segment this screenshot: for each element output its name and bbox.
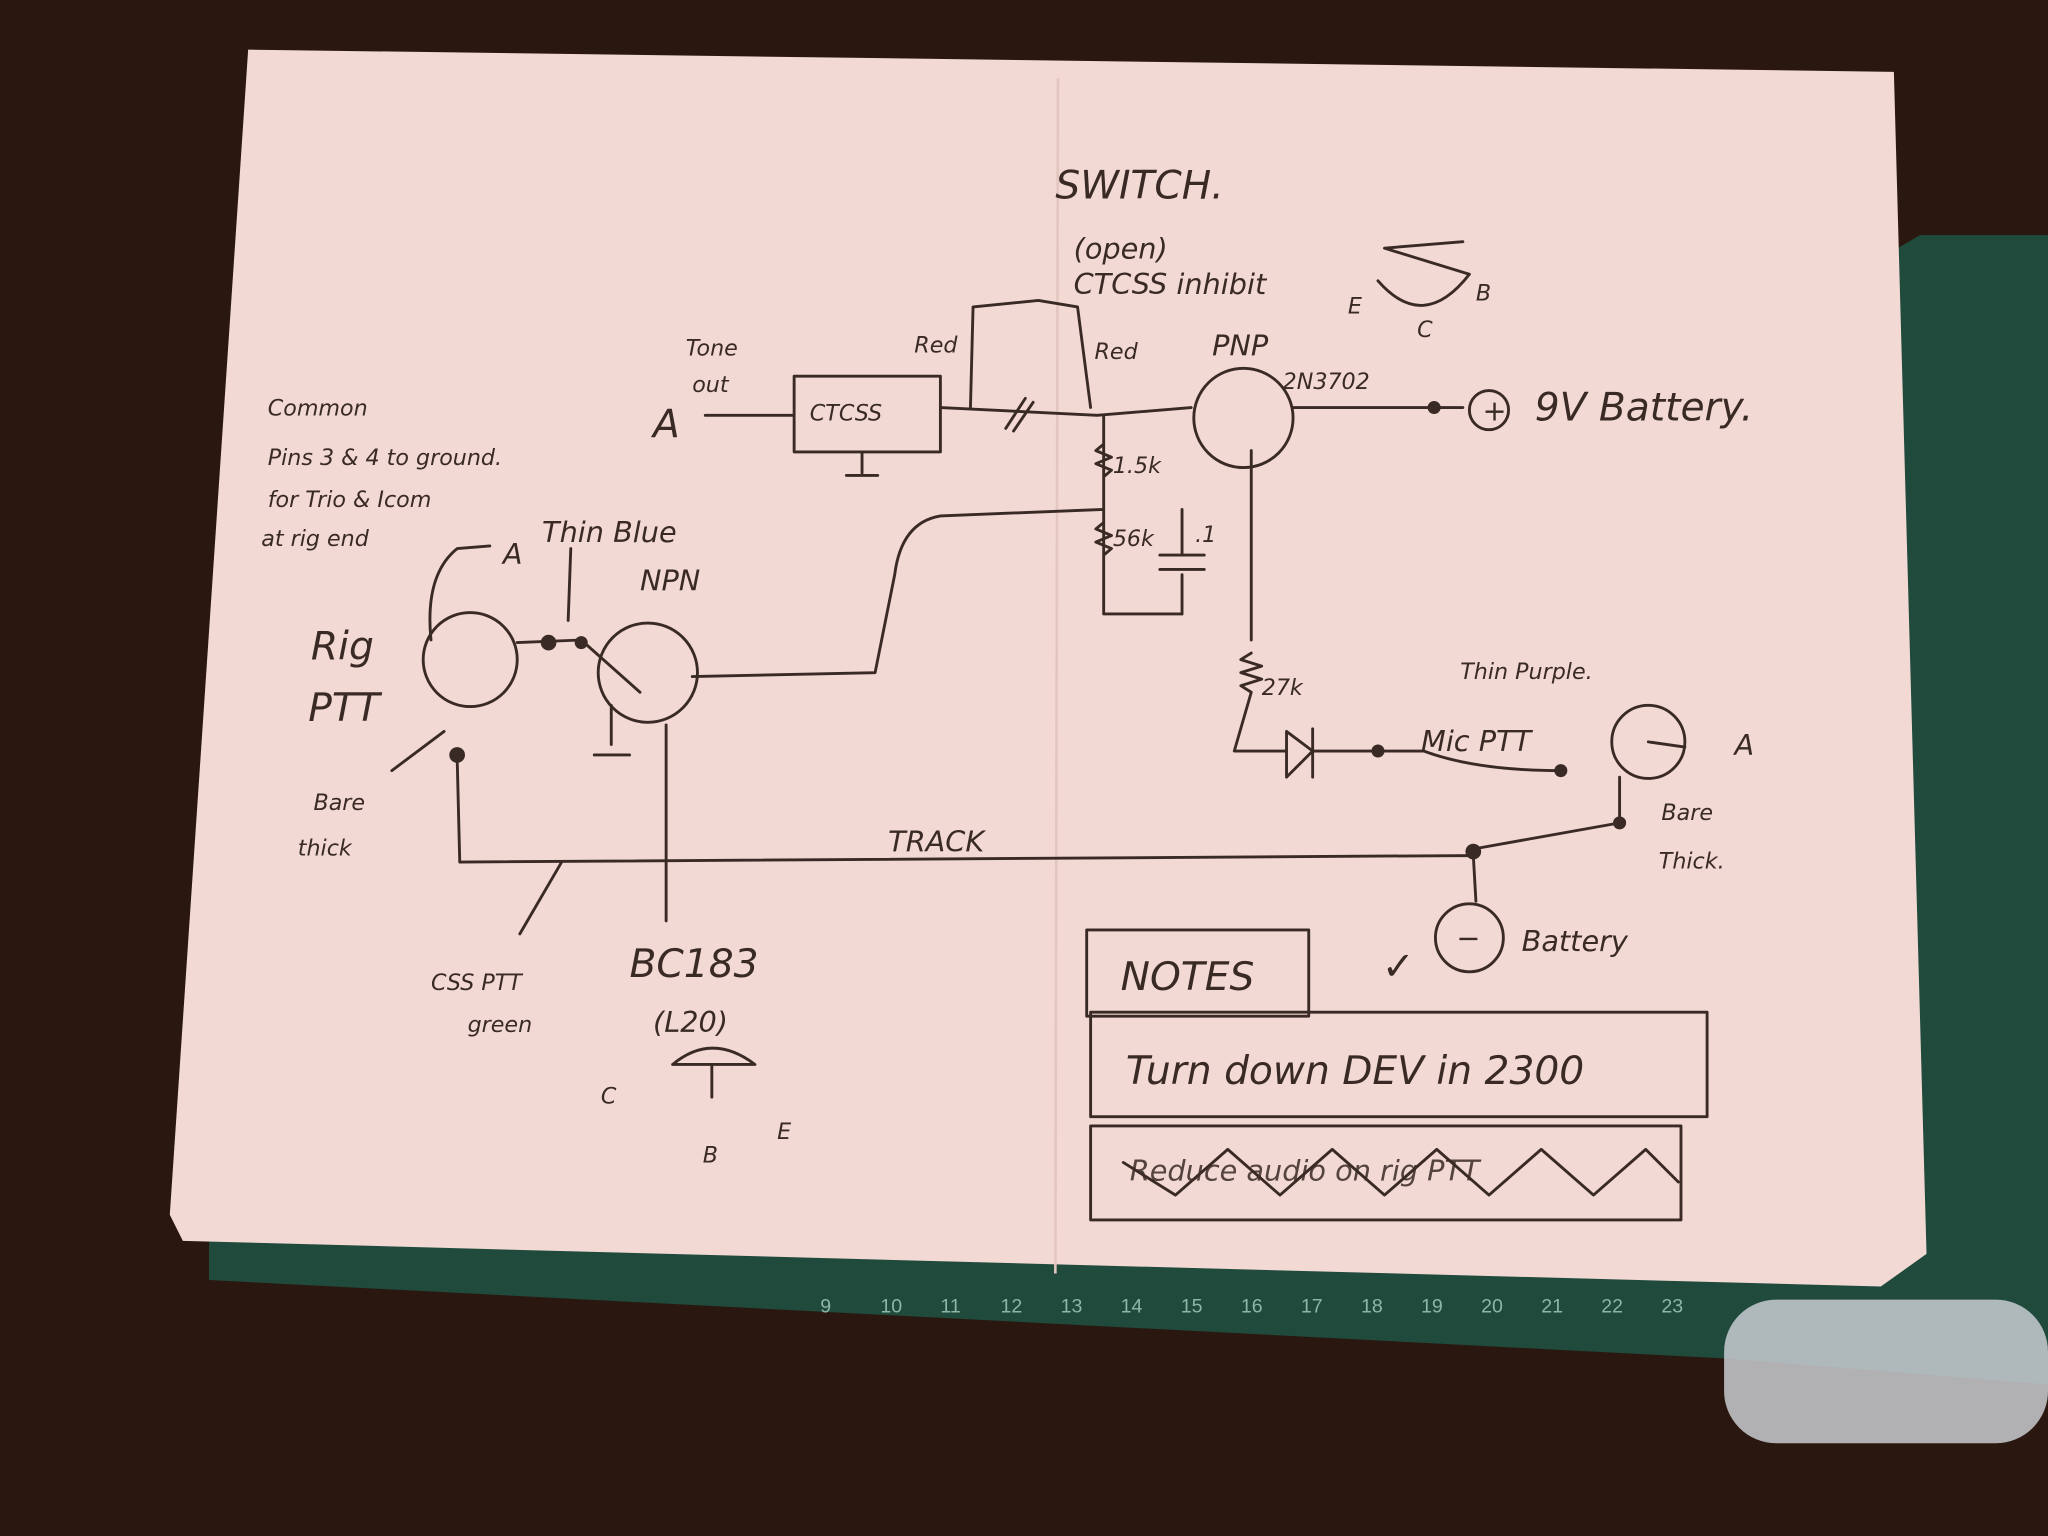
label-bare-thick: Bare [1661, 800, 1713, 826]
ruler-tick-label: 16 [1241, 1296, 1263, 1318]
label-css-ptt: CSS PTT [431, 970, 523, 996]
label-pin-b: B [1476, 280, 1491, 306]
note-item: Turn down DEV in 2300 [1126, 1049, 1584, 1094]
ctcss-box-label: CTCSS [810, 401, 882, 427]
label-common: Pins 3 & 4 to ground. [268, 445, 502, 471]
ruler-tick-label: 22 [1601, 1296, 1623, 1318]
paper-fold [1054, 78, 1060, 1274]
label-ptt: PTT [308, 686, 383, 731]
ruler-ticks: 9 10 11 12 13 14 15 16 17 18 19 20 21 22 23 [820, 1296, 1683, 1318]
label-npn-part: BC183 [630, 942, 759, 987]
label-minus: − [1456, 921, 1480, 955]
label-tone: Tone [686, 335, 738, 361]
label-track: TRACK [888, 825, 986, 859]
label-npn-pin-e: E [777, 1119, 791, 1145]
label-pin-e: E [1348, 293, 1362, 319]
label-npn-pin-b: B [703, 1142, 718, 1168]
notes-section: NOTES Turn down DEV in 2300 Reduce audio… [1085, 928, 1709, 1222]
label-common: Common [268, 395, 368, 421]
label-9v-battery: 9V Battery. [1535, 386, 1754, 431]
label-npn-pin-c: C [601, 1084, 617, 1110]
plastic-bag [1724, 1299, 2048, 1444]
label-rig: Rig [311, 625, 374, 670]
ruler-tick-label: 23 [1661, 1296, 1683, 1318]
label-bare-thick: Bare [313, 790, 365, 816]
ruler-tick-label: 18 [1361, 1296, 1383, 1318]
label-open: (open) [1074, 232, 1168, 266]
label-tone-a: A [650, 403, 680, 448]
labels: (open) CTCSS inhibit Red Red PNP 2N3702 … [261, 232, 1754, 1169]
label-npn: NPN [640, 563, 700, 597]
label-r3: 27k [1262, 675, 1304, 701]
label-out: out [692, 372, 730, 398]
ruler-tick-label: 15 [1181, 1296, 1203, 1318]
label-bare-thick: thick [298, 836, 353, 862]
ruler-tick-label: 21 [1541, 1296, 1563, 1318]
ruler-tick-label: 12 [1000, 1296, 1022, 1318]
wiring [390, 240, 1687, 1099]
label-npn-case: (L20) [653, 1005, 728, 1039]
ruler-tick-label: 19 [1421, 1296, 1443, 1318]
label-r1: 1.5k [1113, 453, 1162, 479]
ruler-tick-label: 17 [1301, 1296, 1323, 1318]
label-r2: 56k [1113, 526, 1155, 552]
label-cap: .1 [1195, 522, 1216, 548]
label-mic-a: A [1733, 728, 1755, 762]
label-red: Red [914, 333, 958, 359]
label-css-ptt: green [468, 1012, 533, 1038]
diagram-title: SWITCH. [1055, 164, 1223, 209]
ruler-tick-label: 11 [940, 1296, 960, 1318]
ruler-tick-label: 14 [1121, 1296, 1143, 1318]
label-ctcss-inhibit: CTCSS inhibit [1074, 267, 1268, 301]
label-plus: + [1482, 394, 1506, 428]
label-common: for Trio & Icom [268, 487, 432, 513]
paper-sheet [169, 49, 1927, 1287]
label-thin-blue: Thin Blue [542, 515, 677, 549]
label-pnp: PNP [1212, 328, 1269, 362]
label-pnp-part: 2N3702 [1283, 369, 1370, 395]
label-thin-purple: Thin Purple. [1460, 659, 1592, 685]
label-battery: Battery [1522, 924, 1629, 958]
notes-heading: NOTES [1121, 955, 1255, 1000]
ruler-tick-label: 20 [1481, 1296, 1503, 1318]
label-red: Red [1095, 339, 1139, 365]
ruler-tick-label: 9 [820, 1296, 831, 1318]
ruler-tick-label: 13 [1061, 1296, 1083, 1318]
label-bare-thick: Thick. [1659, 849, 1725, 875]
check-mark: ✓ [1382, 945, 1415, 990]
ruler-tick-label: 10 [880, 1296, 902, 1318]
label-common: at rig end [261, 526, 369, 552]
label-pin-c: C [1417, 317, 1433, 343]
label-mic-ptt: Mic PTT [1421, 724, 1534, 758]
label-rig-a: A [501, 537, 523, 571]
